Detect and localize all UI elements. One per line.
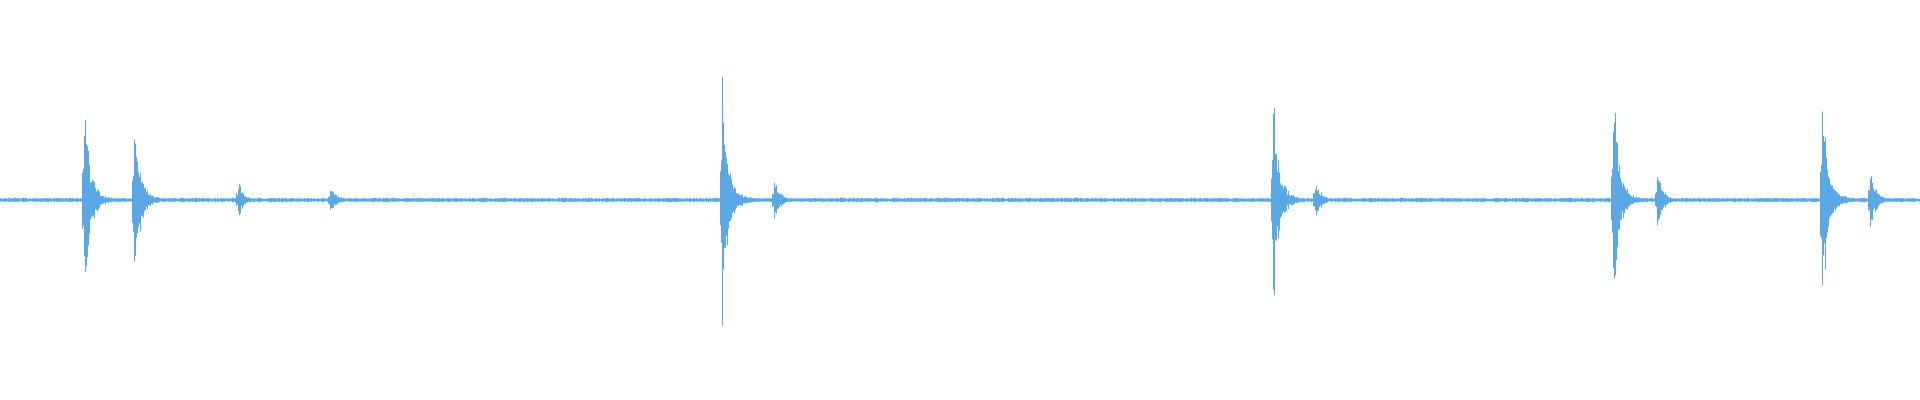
waveform-trace: [0, 76, 1920, 326]
